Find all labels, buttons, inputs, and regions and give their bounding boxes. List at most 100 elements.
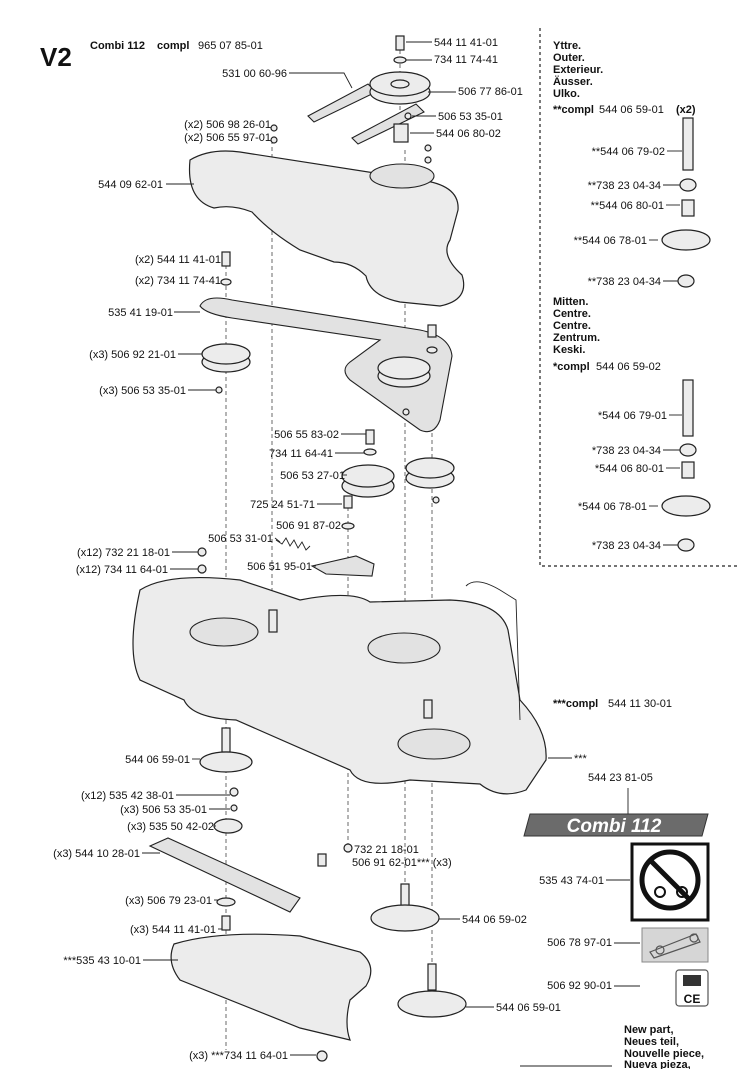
brand-plate-number: 544 23 81-05: [588, 772, 653, 784]
washer: [220, 278, 232, 286]
outer-item-housing: **544 06 78-01: [574, 235, 647, 247]
spindle-housing-right: [397, 990, 467, 1018]
washer: [341, 522, 355, 530]
label-x3-535-50-42-02: (x3) 535 50 42-02: [127, 821, 214, 833]
brand-plate: [523, 813, 709, 837]
label-544-06-59-01-right: 544 06 59-01: [496, 1002, 561, 1014]
deck-post: [268, 609, 278, 633]
outer-spacer: [681, 199, 695, 217]
svg-text:Yttre.: Yttre.: [553, 40, 581, 52]
svg-text:Exterieur.: Exterieur.: [553, 64, 603, 76]
label-x12-535-42-38-01: (x12) 535 42 38-01: [81, 790, 174, 802]
label-x3-734-11-64-01: (x3) ***734 11 64-01: [189, 1050, 288, 1062]
outer-shaft: [682, 117, 694, 171]
label-x2-506-98-26-01: (x2) 506 98 26-01: [184, 119, 271, 131]
blade-bolt: [221, 915, 231, 931]
cutter-blade: [148, 837, 301, 913]
center-item-housing: *544 06 78-01: [578, 501, 647, 513]
cover-collar: [369, 163, 435, 189]
outer-item-bearing-2: **738 23 04-34: [588, 276, 661, 288]
label-506-91-62-01: 506 91 62-01*** (x3): [352, 857, 452, 869]
center-item-bearing-2: *738 23 04-34: [592, 540, 661, 552]
label-x3-506-79-23-01: (x3) 506 79 23-01: [125, 895, 212, 907]
cover-washer: [270, 136, 278, 144]
label-506-53-27-01: 506 53 27-01: [280, 470, 345, 482]
brand-plate-text: Combi 112: [567, 816, 662, 837]
key: [432, 496, 440, 504]
deck-post: [423, 699, 433, 719]
model-name: Combi 112: [90, 40, 145, 52]
label-506-55-83-02: 506 55 83-02: [274, 429, 339, 441]
label-x12-732-21-18-01: (x12) 732 21 18-01: [77, 547, 170, 559]
cover-screw: [424, 144, 432, 152]
washer: [363, 448, 377, 456]
belt-decal-number: 506 78 97-01: [547, 937, 612, 949]
belt-upper: [307, 83, 377, 123]
svg-text:Nueva pieza,: Nueva pieza,: [624, 1059, 691, 1069]
washer: [197, 564, 207, 574]
triple-compl-prefix: ***compl: [553, 698, 598, 710]
outer-compl-prefix: **compl: [553, 104, 594, 116]
label-506-91-87-02: 506 91 87-02: [276, 520, 341, 532]
key: [230, 804, 238, 812]
cover-screw: [270, 124, 278, 132]
center-bearing-2: [677, 538, 695, 552]
center-shaft: [682, 379, 694, 437]
outer-bearing: [679, 178, 697, 192]
bolt: [427, 324, 437, 338]
label-531-00-60-96: 531 00 60-96: [222, 68, 287, 80]
label-506-51-95-01: 506 51 95-01: [247, 561, 312, 573]
label-544-06-59-02: 544 06 59-02: [462, 914, 527, 926]
top-bolt: [395, 35, 405, 51]
tension-arm: [310, 555, 375, 577]
label-725-24-51-71: 725 24 51-71: [250, 499, 315, 511]
label-x2-734-11-74-41: (x2) 734 11 74-41: [135, 275, 221, 287]
label-535-43-10-01: ***535 43 10-01: [63, 955, 141, 967]
belt-routing-icon: [649, 933, 701, 959]
label-x3-506-53-35-01: (x3) 506 53 35-01: [99, 385, 186, 397]
svg-text:Ulko.: Ulko.: [553, 88, 580, 100]
top-washer: [393, 56, 407, 64]
outer-item-bearing: **738 23 04-34: [588, 180, 661, 192]
center-spacer: [681, 461, 695, 479]
deck-hole-right: [397, 728, 471, 760]
deck-bracket: [465, 581, 521, 721]
center-group-heading: Mitten. Centre. Centre. Zentrum. Keski.: [553, 296, 600, 356]
label-544-09-62-01: 544 09 62-01: [98, 179, 163, 191]
center-item-bearing: *738 23 04-34: [592, 445, 661, 457]
bolt: [317, 853, 327, 867]
spindle-shaft: [221, 727, 231, 753]
label-732-21-18-01: 732 21 18-01: [354, 844, 419, 856]
tension-spring: [275, 537, 311, 551]
small-pin: [404, 112, 412, 120]
bolt: [365, 429, 375, 445]
pulley-left-face: [201, 343, 251, 365]
label-734-11-74-41-top: 734 11 74-41: [434, 54, 498, 66]
label-x3-506-92-21-01: (x3) 506 92 21-01: [89, 349, 176, 361]
triple-compl-number: 544 11 30-01: [608, 698, 672, 710]
warning-decal-number: 535 43 74-01: [539, 875, 604, 887]
stars-marker: ***: [574, 753, 588, 765]
top-pulley-hub: [390, 79, 410, 89]
manual-book-icon: [683, 975, 701, 986]
center-bearing: [679, 443, 697, 457]
label-x2-544-11-41-01: (x2) 544 11 41-01: [135, 254, 221, 266]
washer: [426, 346, 438, 354]
spindle-housing-center: [370, 904, 440, 932]
label-x3-506-53-35-01-lower: (x3) 506 53 35-01: [120, 804, 207, 816]
spindle-shaft: [400, 883, 410, 907]
svg-text:Neues teil,: Neues teil,: [624, 1036, 679, 1048]
deck-hole-left: [189, 617, 259, 647]
label-x3-544-10-28-01: (x3) 544 10 28-01: [53, 848, 140, 860]
outer-housing: [661, 229, 711, 251]
label-x3-544-11-41-01: (x3) 544 11 41-01: [130, 924, 216, 936]
pulley-right-face: [405, 457, 455, 479]
label-506-53-31-01: 506 53 31-01: [208, 533, 273, 545]
bolt: [229, 787, 239, 797]
outer-item-shaft: **544 06 79-02: [592, 146, 665, 158]
outer-group-heading: Yttre. Outer. Exterieur. Äusser. Ulko.: [553, 40, 603, 100]
label-506-77-86-01: 506 77 86-01: [458, 86, 523, 98]
label-734-11-64-41: 734 11 64-41: [269, 448, 333, 460]
page-code: V2: [40, 42, 72, 72]
spacer-sleeve: [393, 123, 409, 143]
